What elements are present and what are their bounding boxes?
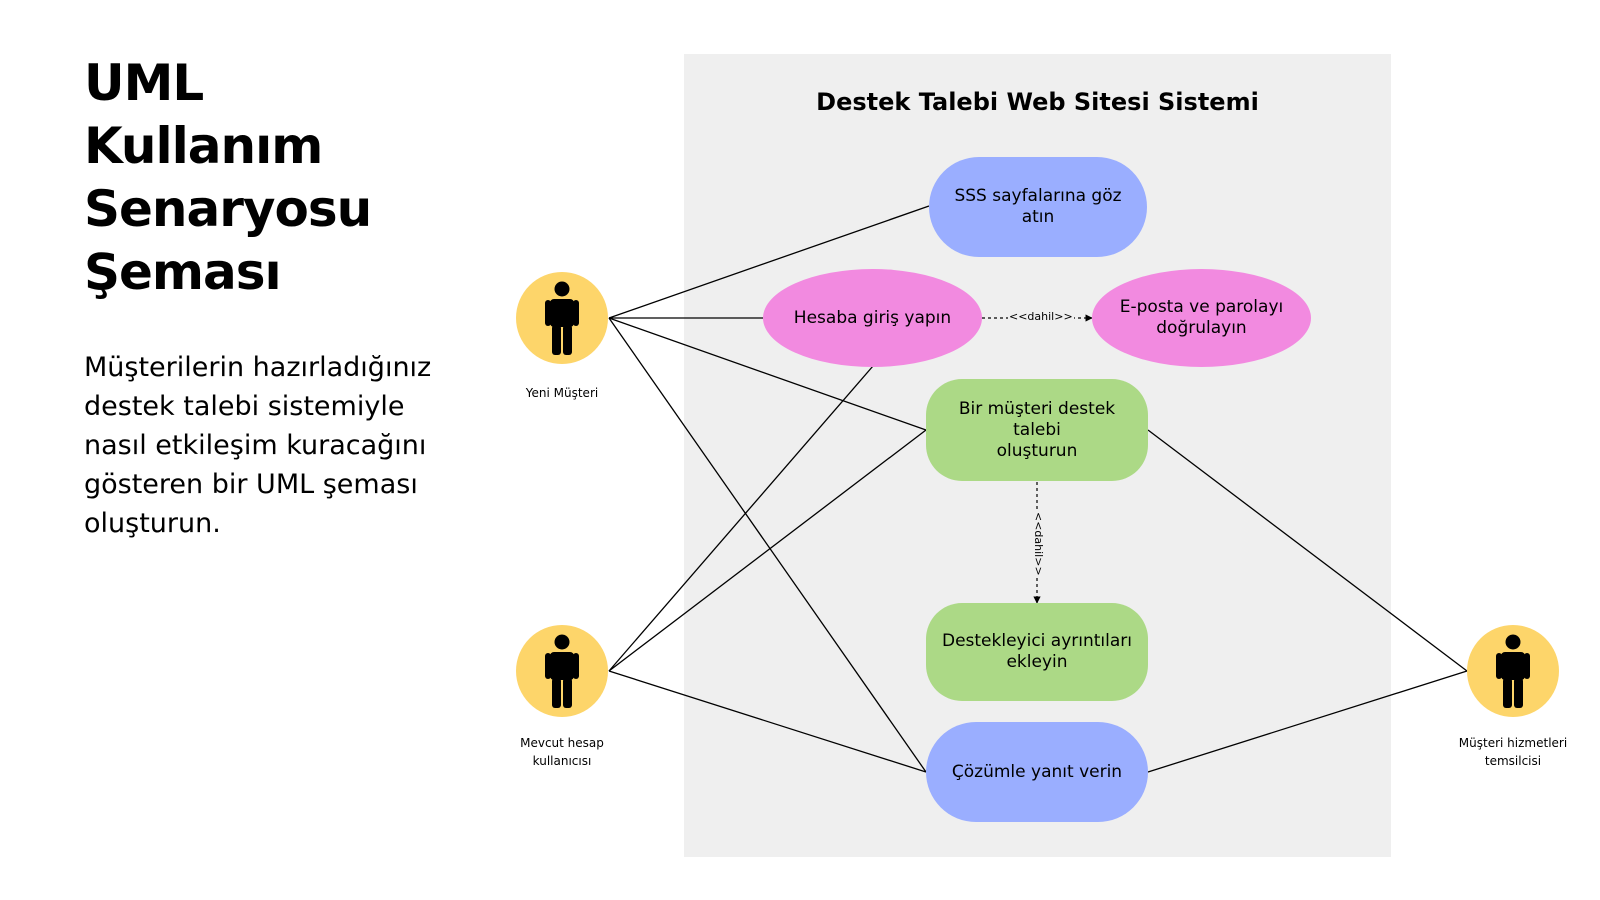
use-case-label: Destekleyici ayrıntıları bbox=[941, 631, 1133, 651]
actor-label-existing-user: Mevcut hesap kullanıcısı bbox=[482, 734, 642, 770]
actor-label-line: Mevcut hesap bbox=[520, 736, 604, 750]
use-case-respond-solution[interactable]: Çözümle yanıt verin bbox=[926, 722, 1148, 822]
use-case-create-ticket[interactable]: Bir müşteri destek talebi oluşturun bbox=[926, 379, 1148, 481]
assoc-new-customer-ticket bbox=[608, 317, 927, 431]
include-label: <<dahil>> bbox=[1008, 310, 1074, 323]
actor-label-line: Müşteri hizmetleri bbox=[1458, 736, 1568, 750]
title-line: Kullanım bbox=[84, 117, 323, 175]
use-case-label: Hesaba giriş yapın bbox=[793, 307, 952, 328]
actor-label-line: temsilcisi bbox=[1484, 754, 1542, 768]
actor-label-customer-service-rep: Müşteri hizmetleri temsilcisi bbox=[1433, 734, 1593, 770]
person-icon bbox=[1496, 634, 1530, 708]
use-case-label: Bir müşteri destek talebi bbox=[958, 398, 1116, 440]
assoc-existing-user-ticket bbox=[608, 429, 927, 672]
person-icon bbox=[545, 634, 579, 708]
use-case-label: ekleyin bbox=[1006, 652, 1068, 672]
person-icon bbox=[545, 281, 579, 355]
assoc-new-customer-respond bbox=[608, 317, 927, 773]
description-line: destek talebi sistemiyle bbox=[84, 391, 405, 422]
actor-label-line: kullanıcısı bbox=[532, 754, 592, 768]
use-case-browse-faq[interactable]: SSS sayfalarına göz atın bbox=[929, 157, 1147, 257]
actor-existing-user[interactable] bbox=[516, 625, 608, 717]
assoc-new-customer-faq bbox=[608, 205, 930, 319]
include-label: <<dahil>> bbox=[1032, 510, 1045, 578]
actor-new-customer[interactable] bbox=[516, 272, 608, 364]
use-case-login[interactable]: Hesaba giriş yapın bbox=[763, 269, 982, 367]
actor-label-new-customer: Yeni Müşteri bbox=[482, 384, 642, 402]
description-line: Müşterilerin hazırladığınız bbox=[84, 352, 432, 383]
actor-label-line: Yeni Müşteri bbox=[525, 386, 599, 400]
title-line: UML bbox=[84, 54, 204, 112]
use-case-label: oluşturun bbox=[996, 440, 1078, 461]
title-line: Şeması bbox=[84, 243, 282, 301]
description-line: nasıl etkileşim kuracağını bbox=[84, 430, 427, 461]
use-case-verify-credentials[interactable]: E-posta ve parolayı doğrulayın bbox=[1092, 269, 1311, 367]
system-title: Destek Talebi Web Sitesi Sistemi bbox=[816, 88, 1259, 116]
description-line: gösteren bir UML şeması bbox=[84, 469, 418, 500]
use-case-add-details[interactable]: Destekleyici ayrıntıları ekleyin bbox=[926, 603, 1148, 701]
title-line: Senaryosu bbox=[84, 180, 372, 238]
page-title: UML Kullanım Senaryosu Şeması bbox=[84, 52, 444, 304]
use-case-label: Çözümle yanıt verin bbox=[951, 761, 1123, 782]
assoc-existing-user-respond bbox=[608, 670, 927, 773]
use-case-label: E-posta ve parolayı bbox=[1119, 297, 1284, 317]
assoc-rep-respond bbox=[1147, 670, 1468, 773]
actor-customer-service-rep[interactable] bbox=[1467, 625, 1559, 717]
use-case-label: doğrulayın bbox=[1156, 318, 1247, 338]
description: Müşterilerin hazırladığınız destek taleb… bbox=[84, 348, 444, 543]
assoc-rep-ticket bbox=[1147, 429, 1468, 672]
description-line: oluşturun. bbox=[84, 508, 221, 539]
use-case-label: SSS sayfalarına göz atın bbox=[954, 186, 1122, 227]
assoc-existing-user-login bbox=[608, 365, 874, 672]
